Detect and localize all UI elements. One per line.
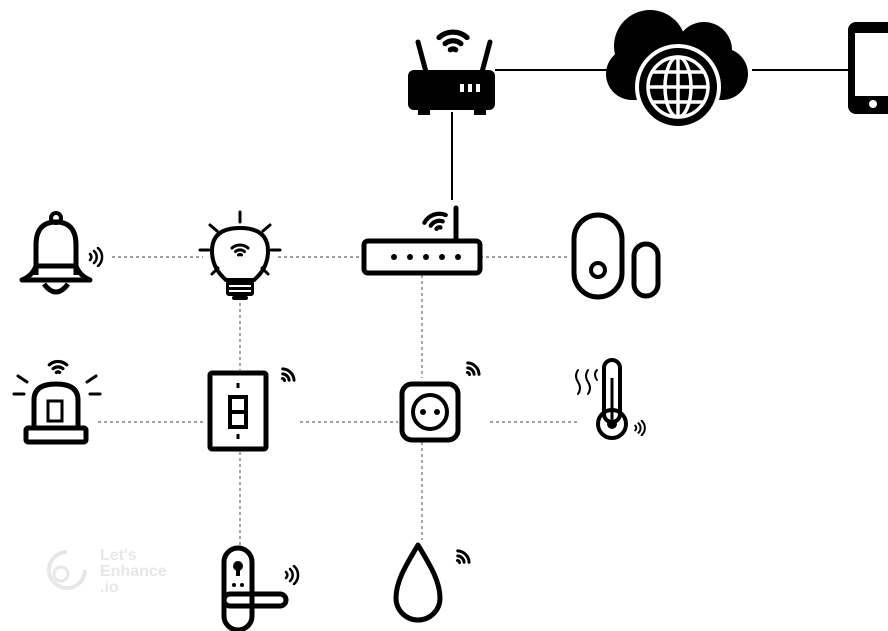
router-icon [408, 32, 495, 115]
watermark: Let's Enhance .io [45, 548, 195, 608]
smartphone-icon [848, 22, 888, 114]
watermark-text: Let's Enhance .io [100, 548, 167, 596]
siren-icon [12, 359, 102, 445]
watermark-logo-icon [47, 550, 87, 590]
hub-icon [361, 205, 483, 276]
watermark-line-3: .io [100, 579, 119, 596]
watermark-line-1: Let's [100, 547, 137, 564]
thermometer-icon [575, 358, 646, 440]
watermark-line-2: Enhance [100, 563, 167, 580]
dotted-links [98, 256, 580, 545]
wall-switch-icon [207, 365, 298, 452]
smart-bulb-icon [198, 210, 282, 300]
door-sensor-icon [571, 212, 661, 300]
cloud-globe-icon [606, 10, 748, 130]
smart-lock-icon [221, 545, 300, 631]
solid-links [451, 69, 848, 200]
bell-icon [19, 211, 104, 295]
water-drop-icon [393, 542, 473, 623]
smart-plug-icon [399, 359, 483, 443]
